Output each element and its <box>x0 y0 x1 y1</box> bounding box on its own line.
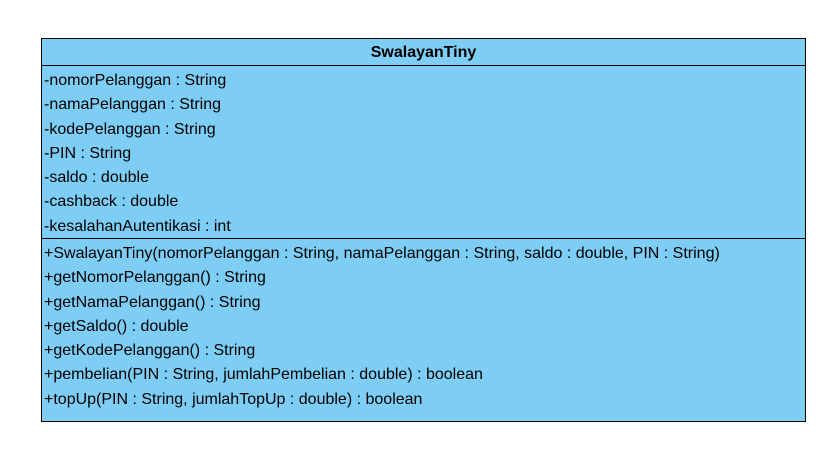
attribute-row: -namaPelanggan : String <box>44 96 221 114</box>
method-row: +getKodePelanggan() : String <box>44 342 256 360</box>
attributes-compartment: -nomorPelanggan : String -namaPelanggan … <box>42 66 805 239</box>
attribute-row: -PIN : String <box>44 144 132 162</box>
method-row: +getNomorPelanggan() : String <box>44 269 266 287</box>
methods-compartment: +SwalayanTiny(nomorPelanggan : String, n… <box>42 239 805 412</box>
attribute-row: -nomorPelanggan : String <box>44 72 227 89</box>
method-row: +getSaldo() : double <box>44 317 189 335</box>
attribute-row: -kodePelanggan : String <box>44 120 216 138</box>
method-row: +SwalayanTiny(nomorPelanggan : String, n… <box>44 245 720 262</box>
attribute-row: -saldo : double <box>44 169 149 187</box>
uml-class-box: SwalayanTiny -nomorPelanggan : String -n… <box>41 38 806 422</box>
method-row: +getNamaPelanggan() : String <box>44 293 261 311</box>
method-row: +pembelian(PIN : String, jumlahPembelian… <box>44 366 483 384</box>
attribute-row: -kesalahanAutentikasi : int <box>44 217 231 235</box>
method-row: +topUp(PIN : String, jumlahTopUp : doubl… <box>44 390 423 408</box>
class-name: SwalayanTiny <box>42 39 805 66</box>
attribute-row: -cashback : double <box>44 193 179 211</box>
